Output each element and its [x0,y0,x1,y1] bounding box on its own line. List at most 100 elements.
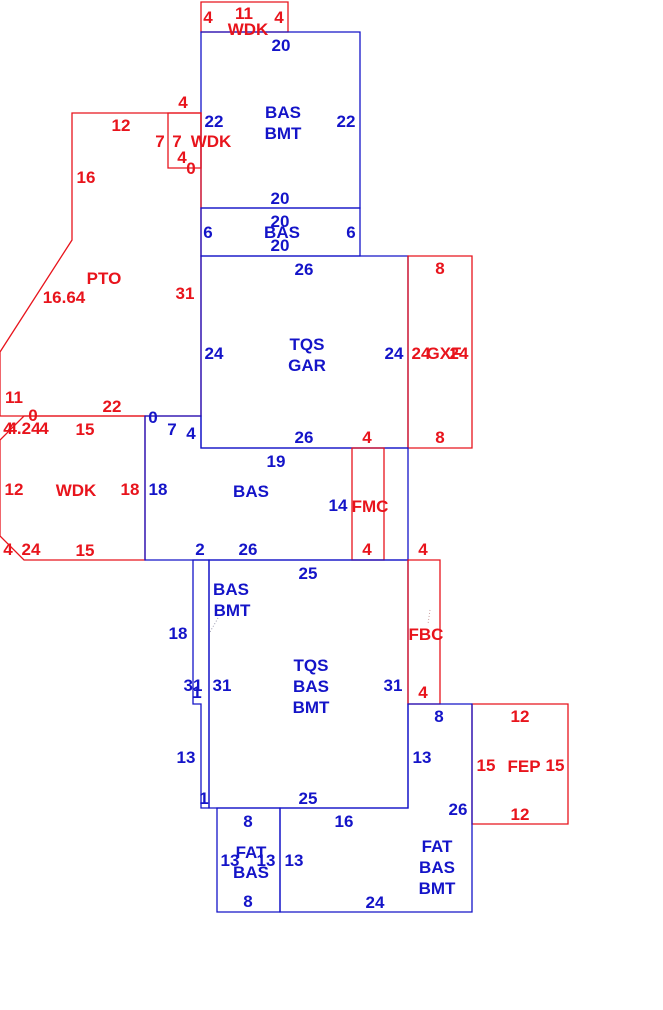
dim-label: 20 [271,189,290,208]
area-code-label: PTO [87,269,122,288]
dim-label: 2 [195,540,204,559]
area-code-label: BAS [213,580,249,599]
area-fat-bas-bmt[interactable] [279,703,473,913]
dim-label: 0 [186,159,195,178]
dim-label: 16.64 [43,288,86,307]
dim-label: 20 [272,36,291,55]
dim-label: 20 [271,236,290,255]
dim-label: 22 [205,112,224,131]
dim-label: 24 [205,344,224,363]
area-pto[interactable] [0,112,202,417]
area-code-label: BAS [419,858,455,877]
dim-label: 4 [3,419,13,438]
dim-label: 14 [329,496,348,515]
dim-label: 8 [243,892,252,911]
dim-label: 18 [149,480,168,499]
dim-label: 18 [169,624,188,643]
area-code-label: WDK [228,20,269,39]
dim-label: 8 [434,707,443,726]
area-code-label: BMT [293,698,330,717]
area-code-label: TQS [290,335,325,354]
area-code-label: WDK [56,481,97,500]
dim-label: 26 [295,260,314,279]
dim-label: 13 [221,851,240,870]
area-code-label: FMC [352,497,389,516]
leader-line [209,617,219,633]
dim-label: 18 [121,480,140,499]
dim-label: 13 [413,748,432,767]
area-code-label: BAS [233,482,269,501]
area-code-label: BMT [419,879,456,898]
dim-label: 7 [172,132,181,151]
area-code-label: BMT [265,124,302,143]
dim-label: 7 [155,132,164,151]
dim-label: 24 [22,540,41,559]
dim-label: 31 [184,676,203,695]
area-code-label: BAS [264,223,300,242]
area-wdk-small[interactable] [167,112,202,169]
dim-label: 11 [5,388,23,407]
dim-label: 26 [449,800,468,819]
dim-label: 12 [511,707,530,726]
dim-label: 15 [546,756,565,775]
dim-label: 8 [435,259,444,278]
dim-label: 12 [112,116,131,135]
dim-label: 15 [477,756,496,775]
dim-label: 0 [148,408,157,427]
dim-label: 4 [3,540,13,559]
dim-label: 1 [199,789,208,808]
dim-label: 4 [418,683,428,702]
dim-label: 4 [39,419,49,438]
dim-label: 0 [28,406,37,425]
dim-label: 22 [337,112,356,131]
dim-label: 19 [267,452,286,471]
area-code-label: FAT [422,837,453,856]
dim-label: 24 [412,344,431,363]
area-code-label: GAR [288,356,326,375]
area-code-label: WDK [191,132,232,151]
dim-label: 6 [346,223,355,242]
dim-label: 4.24 [7,419,41,438]
dim-label: 24 [366,893,385,912]
dim-label: 7 [167,420,176,439]
dim-label: 4 [362,540,372,559]
dim-label: 16 [335,812,354,831]
area-bas-mid[interactable] [144,415,409,561]
dim-label: 16 [77,168,96,187]
dim-label: 13 [257,851,276,870]
dim-label: 31 [384,676,403,695]
dim-label: 12 [5,480,24,499]
dim-label: 4 [362,428,372,447]
area-code-label: FBC [409,625,444,644]
dim-label: 4 [418,540,428,559]
dim-label: 6 [203,223,212,242]
dim-label: 26 [239,540,258,559]
dim-label: 13 [177,748,196,767]
dim-label: 4 [186,424,196,443]
area-code-label: BAS [293,677,329,696]
dim-label: 22 [103,397,122,416]
dim-label: 25 [299,564,318,583]
area-code-label: TQS [294,656,329,675]
dim-label: 12 [511,805,530,824]
dim-label: 26 [295,428,314,447]
area-code-label: BMT [214,601,251,620]
dim-label: 15 [76,541,95,560]
dim-label: 25 [299,789,318,808]
area-code-label: BAS [233,863,269,882]
area-code-label: GXF [427,344,462,363]
dim-label: 8 [243,812,252,831]
area-code-label: FAT [236,843,267,862]
dim-label: 15 [76,420,95,439]
dim-label: 4 [178,93,188,112]
area-code-label: BAS [265,103,301,122]
dim-label: 4 [203,8,213,27]
area-gxf[interactable] [407,255,473,449]
dim-label: 1 [192,683,201,702]
dim-label: 20 [271,212,290,231]
dim-label: 31 [213,676,232,695]
dim-label: 4 [177,148,187,167]
leader-line [427,609,431,625]
dim-label: 4 [274,8,284,27]
